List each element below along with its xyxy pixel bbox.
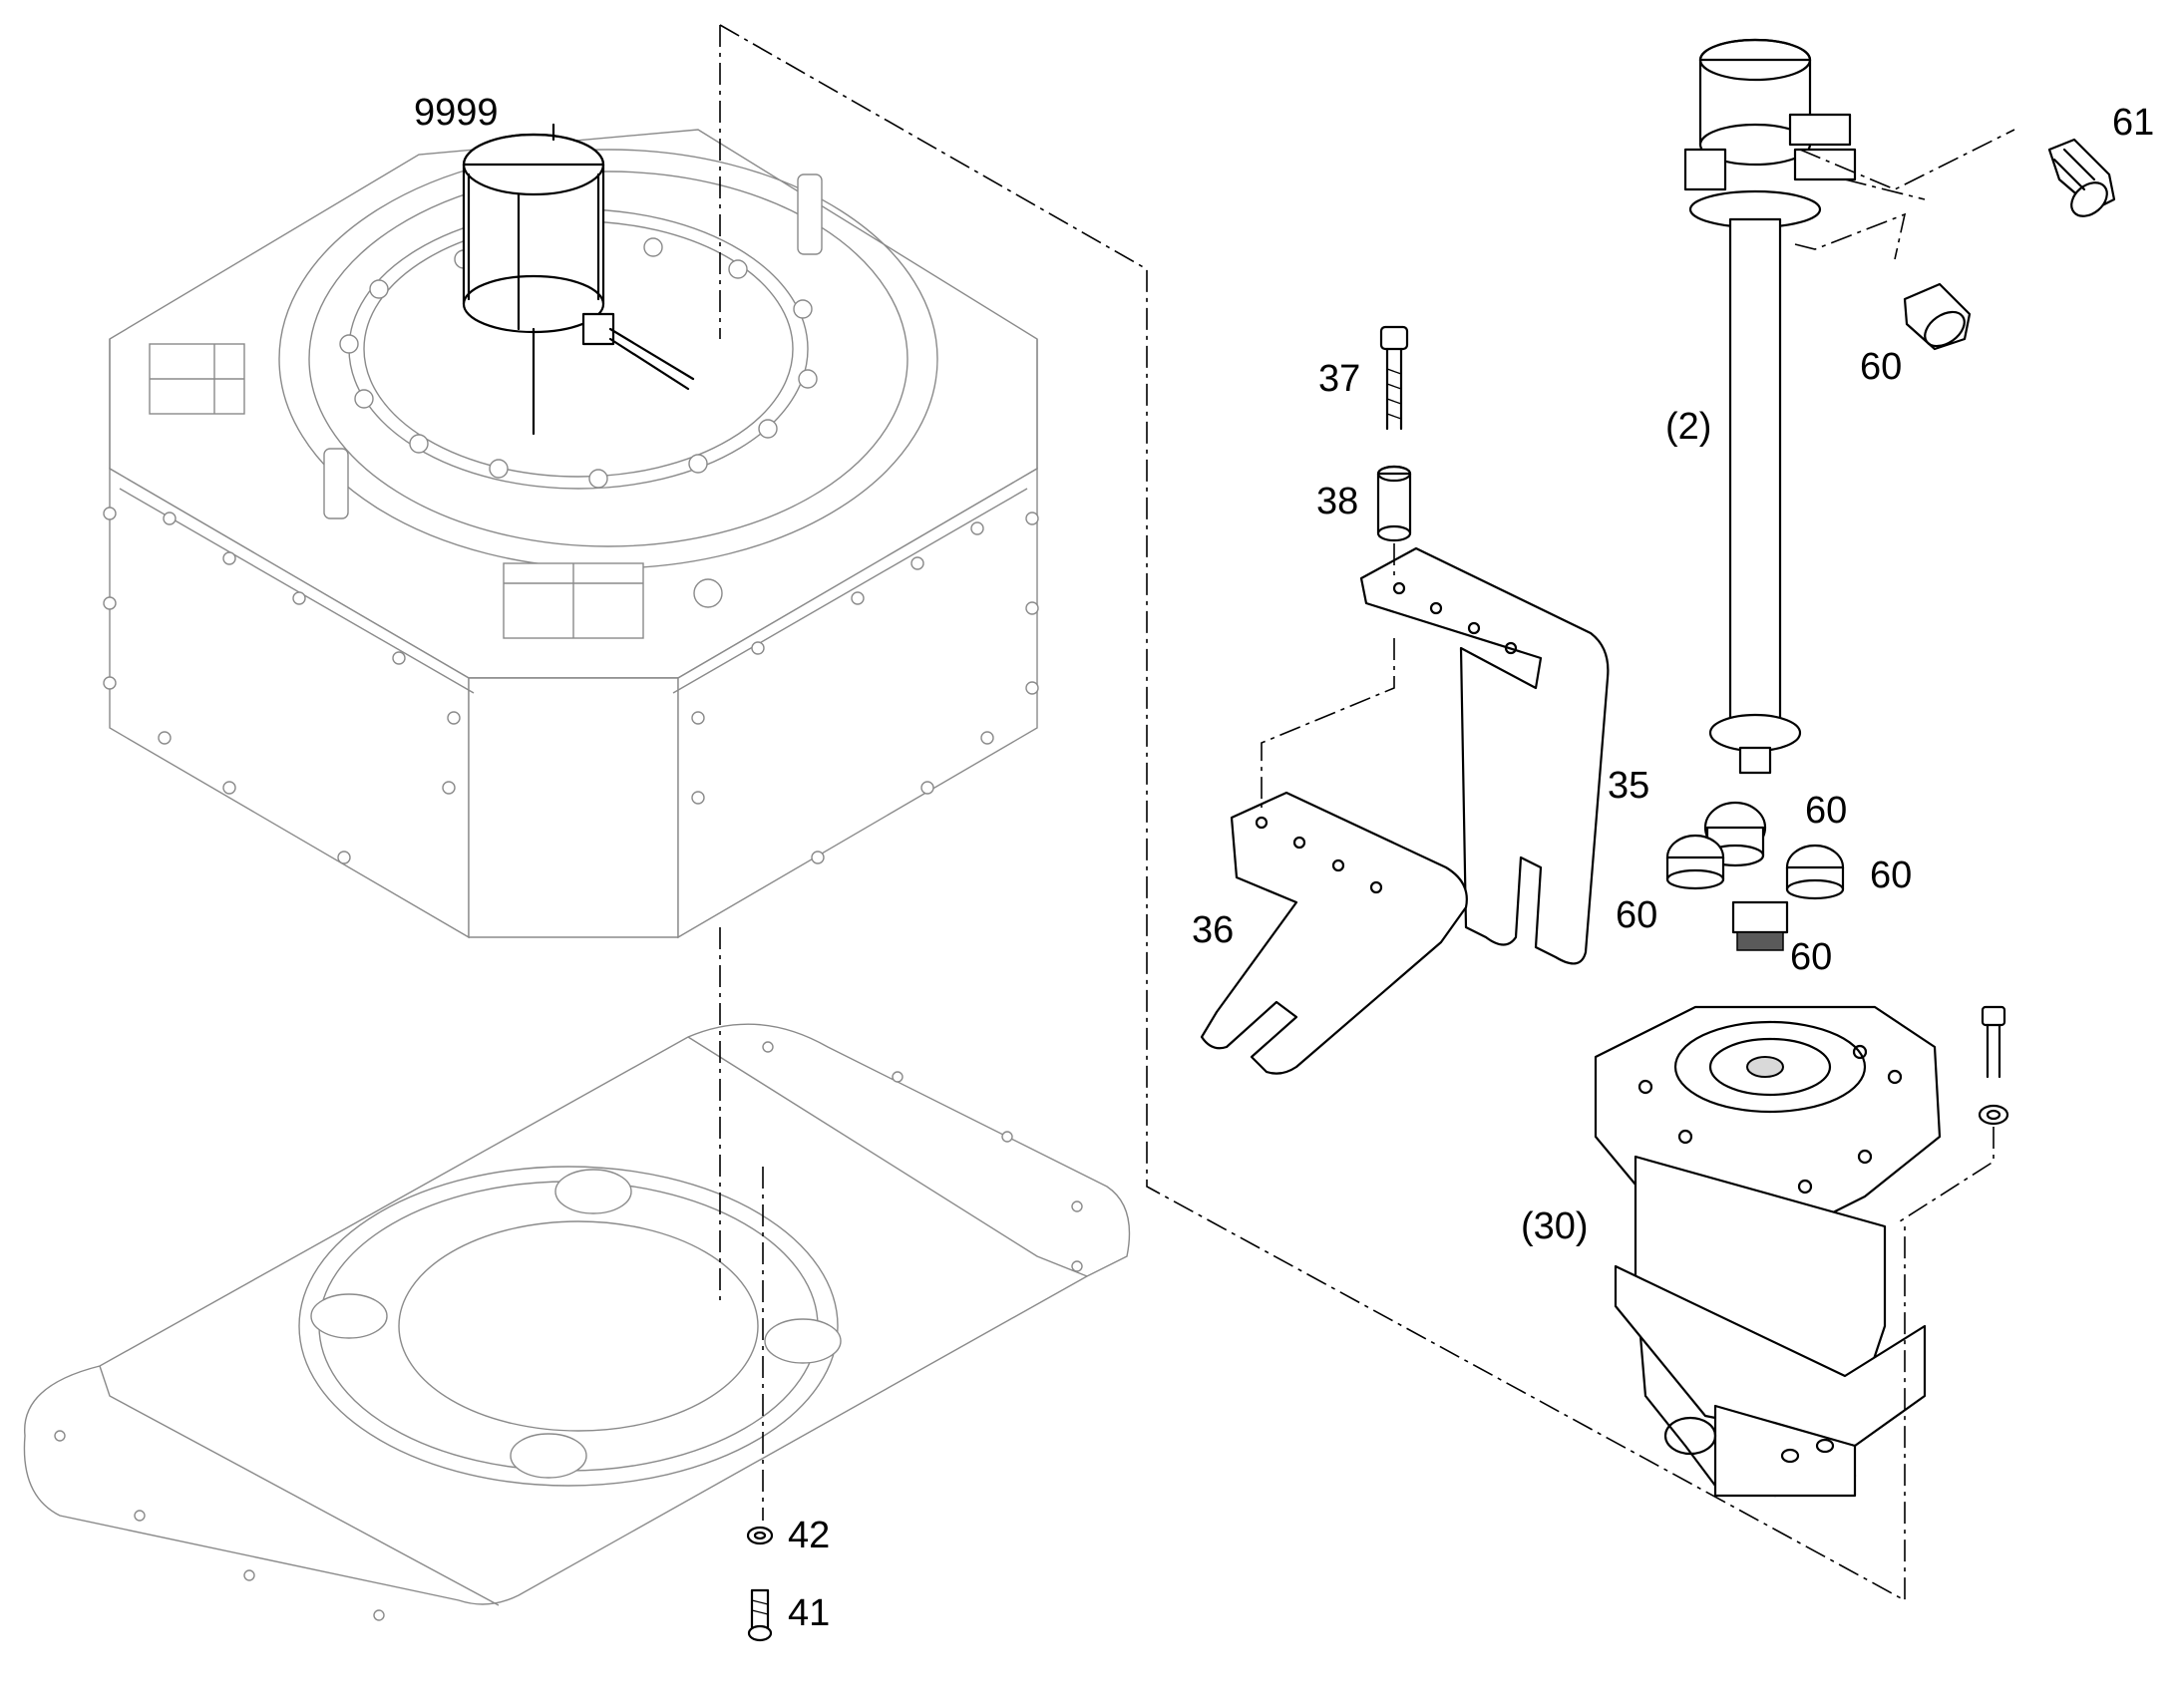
callout-61: 61: [2112, 102, 2154, 144]
gearbox-housing[interactable]: [103, 129, 1039, 939]
callout-60-a: 60: [1805, 790, 1847, 832]
part-9999-actuator[interactable]: [462, 123, 695, 436]
callout-60-d: 60: [1790, 936, 1832, 978]
part-37-bolt[interactable]: [1379, 325, 1409, 431]
callout-41: 41: [788, 1592, 830, 1634]
part-35-bracket[interactable]: [1359, 546, 1610, 965]
callout-60-c: 60: [1616, 894, 1657, 936]
callout-2: (2): [1665, 406, 1711, 448]
part-41-bolt[interactable]: [747, 1588, 773, 1642]
part-36-bracket[interactable]: [1200, 791, 1468, 1075]
part-60-plug-cluster[interactable]: [1665, 801, 1845, 951]
assembly-lines: [719, 24, 2015, 1602]
callout-30: (30): [1521, 1205, 1589, 1247]
part-2-pipe-assembly[interactable]: [1683, 38, 1857, 775]
callout-36: 36: [1192, 909, 1234, 951]
part-60-plug-top[interactable]: [1903, 282, 1972, 353]
callout-37: 37: [1318, 358, 1360, 400]
pump-bolt-washer[interactable]: [1978, 1005, 2009, 1126]
part-61-fitting[interactable]: [2047, 138, 2116, 223]
callout-9999: 9999: [414, 92, 499, 134]
callout-60-b: 60: [1870, 854, 1912, 896]
callout-60-top: 60: [1860, 346, 1902, 388]
callout-labels: 9999 61 60 (2) 37 38 35 36 60 60 60 60 (…: [414, 92, 2154, 1634]
part-38-spacer[interactable]: [1376, 465, 1412, 542]
callout-38: 38: [1316, 481, 1358, 522]
callout-35: 35: [1608, 765, 1649, 807]
mounting-base-plate[interactable]: [23, 1023, 1131, 1621]
callout-42: 42: [788, 1515, 830, 1556]
part-42-washer[interactable]: [746, 1526, 774, 1545]
part-30-pump-housing[interactable]: [1594, 1005, 1942, 1498]
